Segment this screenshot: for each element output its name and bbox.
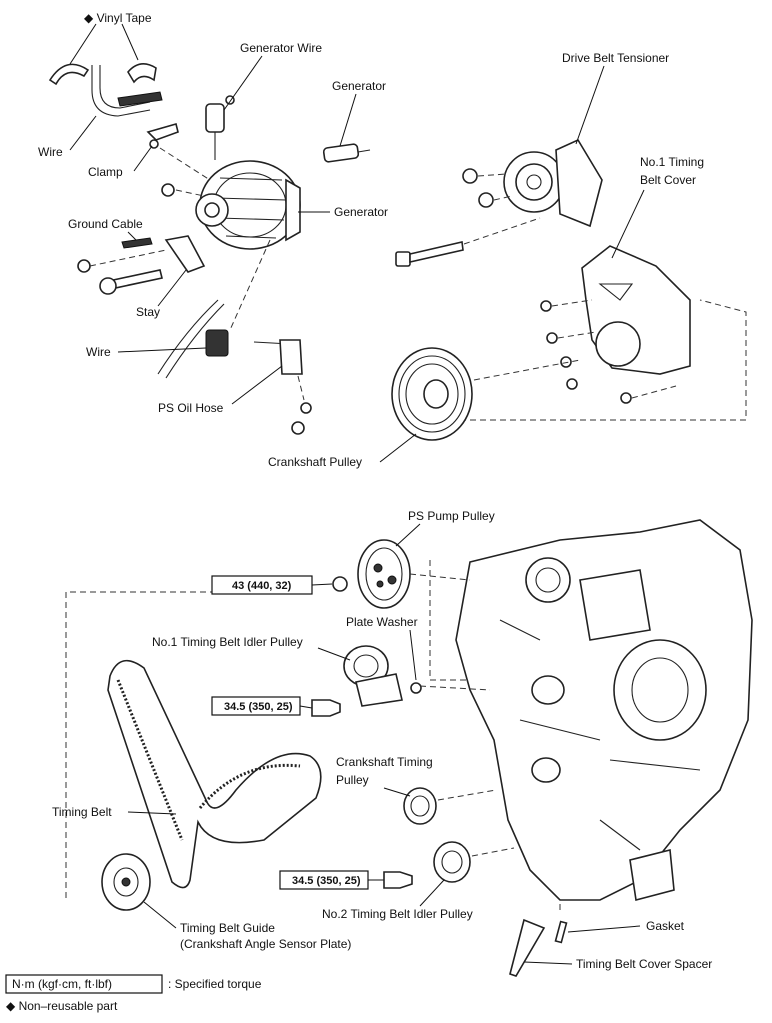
torque-box-no2-idler: 34.5 (350, 25) <box>279 870 369 890</box>
plate-washer-part <box>410 682 422 694</box>
legend-unit-box: N·m (kgf·cm, ft·lbf) <box>12 977 112 991</box>
label-no1-idler-pulley: No.1 Timing Belt Idler Pulley <box>152 635 303 649</box>
long-bolt <box>395 217 541 267</box>
vinyl-tape-pieces <box>48 23 157 86</box>
wire-mid-part <box>157 299 229 379</box>
label-clamp: Clamp <box>88 165 123 179</box>
generator-nut <box>161 183 175 197</box>
label-ground-cable: Ground Cable <box>68 217 143 231</box>
label-crankshaft-timing-pulley-1: Crankshaft Timing <box>336 755 433 769</box>
clamp-part <box>146 123 179 149</box>
wire-harness-top <box>91 65 163 117</box>
label-drive-belt-tensioner: Drive Belt Tensioner <box>562 51 669 65</box>
label-gasket: Gasket <box>646 919 685 933</box>
timing-belt-part <box>107 659 322 889</box>
generator-connector <box>322 143 371 163</box>
torque-box-ps-pump: 43 (440, 32) <box>211 575 313 595</box>
no2-idler-bolt <box>383 871 413 889</box>
torque-no1-idler: 34.5 (350, 25) <box>224 701 293 713</box>
label-timing-belt-guide-2: (Crankshaft Angle Sensor Plate) <box>180 937 351 951</box>
generator-wire-part <box>205 95 235 160</box>
stay-bracket <box>99 235 206 295</box>
no1-idler-bolt <box>311 699 341 717</box>
ground-cable-part <box>77 237 153 273</box>
generator-body <box>195 160 301 250</box>
label-timing-belt-cover-spacer: Timing Belt Cover Spacer <box>576 957 712 971</box>
label-plate-washer: Plate Washer <box>346 615 418 629</box>
engine-block <box>455 519 753 902</box>
no1-timing-belt-cover-part <box>540 245 691 404</box>
label-no2-idler-pulley: No.2 Timing Belt Idler Pulley <box>322 907 473 921</box>
label-crankshaft-pulley: Crankshaft Pulley <box>268 455 362 469</box>
drive-belt-tensioner-part <box>462 138 603 228</box>
label-ps-oil-hose: PS Oil Hose <box>158 401 224 415</box>
no2-idler-pulley-part <box>433 841 515 883</box>
torque-ps-pump: 43 (440, 32) <box>232 580 292 592</box>
crankshaft-pulley-part <box>391 347 581 441</box>
gasket-part <box>554 920 568 944</box>
ps-pump-pulley-part <box>357 539 471 609</box>
no1-idler-pulley-part <box>343 645 491 707</box>
legend-non-reusable: ◆ Non–reusable part <box>6 999 118 1013</box>
torque-no2-idler: 34.5 (350, 25) <box>292 875 361 887</box>
label-generator-top: Generator <box>332 79 386 93</box>
label-no1-timing-belt-cover-2: Belt Cover <box>640 173 696 187</box>
label-stay: Stay <box>136 305 160 319</box>
lower-dashed-frame <box>65 560 561 910</box>
ps-oil-hose-part <box>253 339 312 435</box>
label-generator-wire: Generator Wire <box>240 41 322 55</box>
label-timing-belt: Timing Belt <box>52 805 112 819</box>
label-ps-pump-pulley: PS Pump Pulley <box>408 509 495 523</box>
label-generator: Generator <box>334 205 388 219</box>
timing-belt-cover-spacer-part <box>509 918 546 977</box>
crankshaft-timing-pulley-part <box>403 787 497 825</box>
torque-box-no1-idler: 34.5 (350, 25) <box>211 696 301 716</box>
label-wire-mid: Wire <box>86 345 111 359</box>
ps-pump-nut <box>332 576 348 592</box>
label-timing-belt-guide-1: Timing Belt Guide <box>180 921 275 935</box>
label-no1-timing-belt-cover-1: No.1 Timing <box>640 155 704 169</box>
label-crankshaft-timing-pulley-2: Pulley <box>336 773 369 787</box>
label-vinyl-tape: ◆ Vinyl Tape <box>84 11 152 25</box>
label-wire-top: Wire <box>38 145 63 159</box>
timing-belt-guide-part <box>101 853 151 911</box>
legend-unit-desc: : Specified torque <box>168 977 262 991</box>
torque-legend: N·m (kgf·cm, ft·lbf) : Specified torque <box>5 974 262 994</box>
